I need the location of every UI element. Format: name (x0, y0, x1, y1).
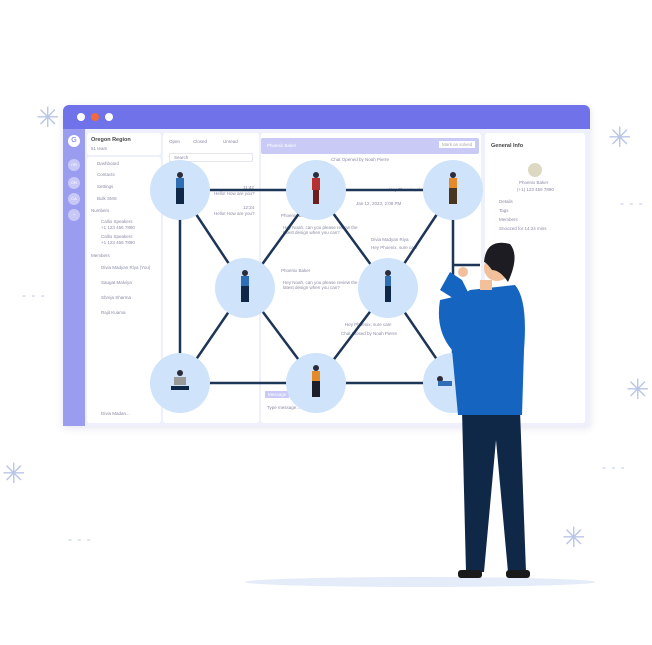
sender: Phoenix Baker (281, 268, 311, 273)
snooze-status: Snoozed for 14:24 mins (499, 226, 547, 231)
region-sub: 51 team (91, 146, 108, 151)
nav-bulk-sms[interactable]: Bulk SMS (97, 196, 117, 201)
message: Hey Noah, can you please review the late… (283, 225, 358, 235)
number-item[interactable]: Callio Speakers (101, 234, 133, 239)
member-item[interactable]: Shreja Sharma (101, 295, 132, 300)
tab-closed[interactable]: Closed (193, 139, 208, 144)
rail-item[interactable]: OR (68, 159, 80, 171)
rail-item[interactable]: CA (68, 193, 80, 205)
tab-message[interactable]: Message (265, 391, 290, 398)
workspace-rail: G OR OR CA + (63, 129, 85, 426)
region-title: Oregon Region (91, 137, 131, 143)
details-header[interactable]: Details (499, 199, 513, 204)
dash-decoration: - - - (22, 288, 46, 302)
footer-user[interactable]: Divia Madan... (101, 411, 130, 416)
title-bar (63, 105, 590, 129)
time: 12:24 (243, 205, 255, 210)
tab-unread[interactable]: Unread (223, 139, 238, 144)
sparkle-icon: ✳ (608, 122, 632, 153)
mark-solved-button[interactable]: Mark as solved (439, 141, 476, 148)
dash-decoration: - - - (620, 196, 644, 210)
number-value: +1 123 456 7890 (101, 240, 135, 245)
preview[interactable]: Hello! How are you? (214, 211, 255, 216)
mini-people (171, 172, 457, 397)
contact-name: Phoenix Baker (519, 180, 549, 185)
nav-settings[interactable]: Settings (97, 184, 114, 189)
message-input[interactable]: Type message... (267, 405, 301, 410)
opened-by: Chat Opened by Noah Pierre (331, 157, 390, 162)
sparkle-icon: ✳ (36, 102, 60, 133)
sidebar: Dashboard Contacts Settings Bulk SMS Num… (87, 157, 161, 423)
region-header[interactable]: Oregon Region 51 team (87, 133, 161, 155)
numbers-header[interactable]: Numbers (91, 208, 110, 213)
rail-item[interactable]: + (68, 209, 80, 221)
tab-open[interactable]: Open (169, 139, 181, 144)
window-dot[interactable] (77, 113, 85, 121)
tags-header[interactable]: Tags (499, 208, 509, 213)
chat-contact: Phoenix Baker (267, 143, 297, 148)
sparkle-icon: ✳ (626, 374, 650, 405)
number-item[interactable]: Callio Speakers (101, 219, 133, 224)
members-header[interactable]: Members (91, 253, 110, 258)
member-item[interactable]: Rajit Kuama (101, 310, 126, 315)
contact-phone: (+1) 123 456 7890 (517, 187, 554, 192)
time: 11:42 (243, 185, 254, 190)
nav-contacts[interactable]: Contacts (97, 172, 115, 177)
chat-header: Phoenix Baker Mark as solved (261, 138, 479, 154)
search-input[interactable]: Search (169, 153, 253, 162)
closed-by: Chat Closed by Noah Pierre (341, 331, 398, 336)
number-value: +1 123 456 7890 (101, 225, 135, 230)
logo-icon: G (68, 135, 80, 147)
sender: Divia Madyan Riya (371, 237, 409, 242)
dash-decoration: - - - (68, 532, 92, 546)
info-title: General Info (491, 143, 524, 149)
message: Hey Noah, can you please review the late… (283, 280, 358, 290)
avatar (528, 163, 542, 177)
message: Hey Phoenix, sure can! (345, 322, 392, 327)
sender: Phoenix Baker (281, 213, 311, 218)
floor-shadow (245, 577, 595, 587)
nav-dashboard[interactable]: Dashboard (97, 161, 120, 166)
rail-item[interactable]: OR (68, 177, 80, 189)
member-item[interactable]: Divia Madyan Riya (You) (101, 265, 151, 270)
message: Hey Phoenix, sure can! (371, 245, 418, 250)
members-header[interactable]: Members (499, 217, 518, 222)
window-dot[interactable] (91, 113, 99, 121)
businessman-illustration (438, 242, 530, 578)
dash-decoration: - - - (602, 460, 626, 474)
chat-date: Jan 12, 2023, 2:08 PM (356, 201, 402, 206)
member-item[interactable]: Saugat Malviya (101, 280, 132, 285)
sparkle-icon: ✳ (562, 522, 586, 553)
sparkle-icon: ✳ (2, 458, 26, 489)
preview[interactable]: Hello! How are you? (214, 191, 255, 196)
window-dot[interactable] (105, 113, 113, 121)
